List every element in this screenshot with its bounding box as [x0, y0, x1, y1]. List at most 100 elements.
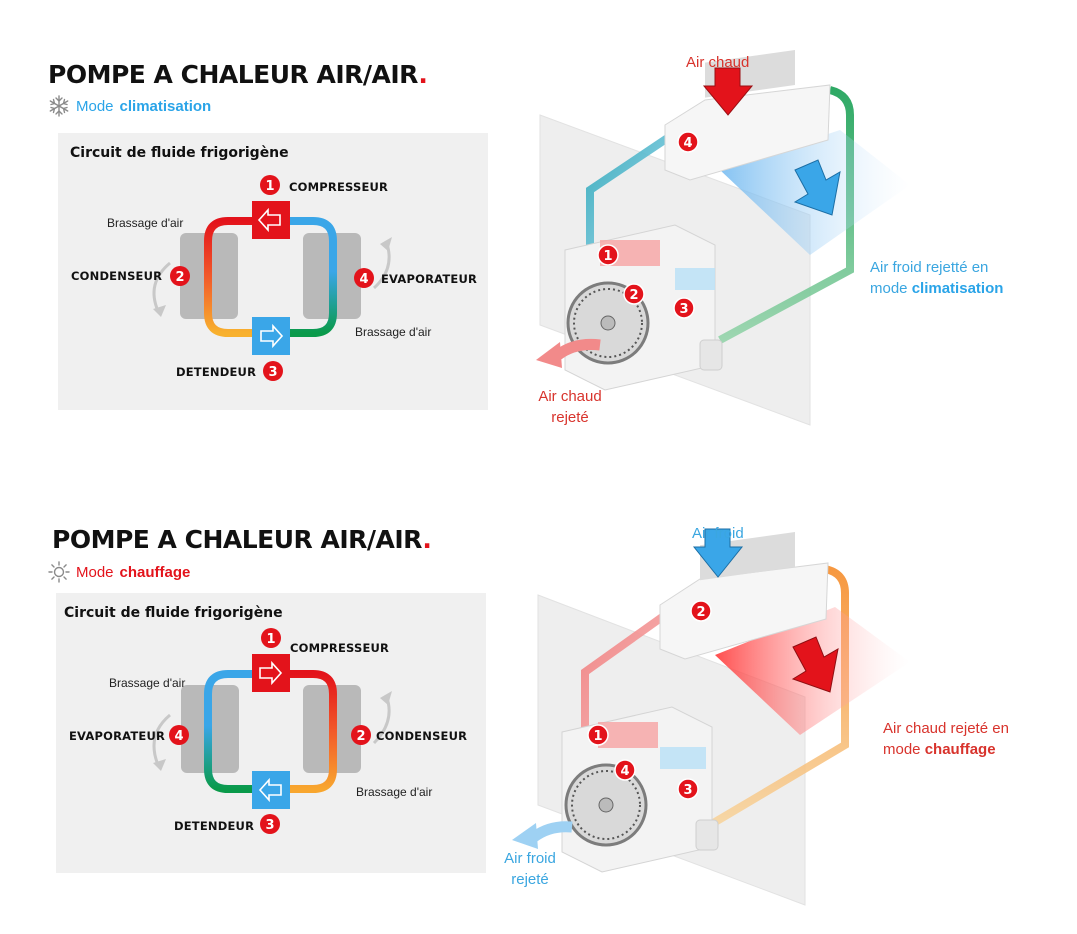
expansion-label: DETENDEUR	[176, 365, 257, 379]
compressor-block	[252, 201, 290, 239]
room-air-out-line1: Air froid rejetté en	[870, 259, 989, 276]
svg-text:3: 3	[268, 365, 277, 380]
brassage-right-label: Brassage d'air	[356, 785, 433, 799]
outdoor-badge-2: 4	[614, 759, 636, 781]
sun-icon	[48, 561, 70, 583]
expansion-label: DETENDEUR	[174, 819, 255, 833]
heating-circuit-diagram: 1 4 3 2	[152, 628, 392, 834]
air-flow-left-icon	[152, 713, 171, 766]
cooling-title-text: POMPE A CHALEUR AIR/AIR	[48, 60, 419, 89]
room-air-out-line1: Air chaud rejeté en	[883, 720, 1009, 737]
room-air-out-line2: mode chauffage	[883, 739, 1009, 760]
compressor-arrow-icon	[259, 660, 283, 686]
badge-expansion: 3	[263, 361, 283, 381]
cooling-circuit-diagram: 1 2 3 4	[152, 175, 392, 381]
svg-text:3: 3	[265, 818, 274, 833]
circuit-title: Circuit de fluide frigorigène	[64, 605, 283, 621]
svg-text:1: 1	[593, 729, 602, 744]
outdoor-air-out-line1: Air chaud	[538, 388, 602, 405]
indoor-air-in-arrow-icon	[692, 528, 744, 578]
svg-text:1: 1	[265, 179, 274, 194]
snowflake-icon	[49, 95, 69, 117]
brassage-right-label: Brassage d'air	[355, 325, 432, 339]
heating-title-text: POMPE A CHALEUR AIR/AIR	[52, 525, 423, 554]
svg-text:2: 2	[629, 288, 638, 303]
room-air-out-prefix: mode	[870, 280, 908, 297]
badge-right-exchanger: 2	[351, 725, 371, 745]
compressor-label: COMPRESSEUR	[289, 180, 389, 194]
svg-text:2: 2	[175, 270, 184, 285]
badge-left-exchanger: 4	[169, 725, 189, 745]
cooling-mode: Mode climatisation	[48, 95, 211, 117]
hot-air-out-arrow-icon	[791, 636, 839, 693]
heating-circuit-panel: Circuit de fluide frigorigène 1	[56, 593, 486, 873]
circuit-title: Circuit de fluide frigorigène	[70, 145, 289, 161]
room-air-out-prefix: mode	[883, 741, 921, 758]
left-circuit-pipe	[204, 670, 253, 793]
left-circuit-pipe	[204, 217, 253, 337]
right-exchanger-label: EVAPORATEUR	[381, 272, 478, 286]
outdoor-badge-3: 3	[673, 297, 695, 319]
room-air-out-line2: mode climatisation	[870, 278, 1003, 299]
right-circuit-pipe	[288, 217, 337, 337]
hot-air-out-arrow-icon	[554, 339, 601, 360]
compressor-block	[252, 654, 290, 692]
indoor-badge: 2	[690, 600, 712, 622]
left-exchanger-label: CONDENSEUR	[71, 269, 163, 283]
cold-air-out-arrow-icon	[793, 159, 841, 216]
cooling-circuit-panel: Circuit de fluide frigorigène	[58, 133, 488, 410]
svg-text:1: 1	[266, 632, 275, 647]
outdoor-badge-2: 2	[623, 283, 645, 305]
outdoor-badge-1: 1	[587, 724, 609, 746]
room-air-out-mode: climatisation	[911, 280, 1004, 297]
expansion-block	[252, 771, 290, 809]
svg-text:3: 3	[679, 302, 688, 317]
svg-text:4: 4	[620, 764, 629, 779]
heating-illustration: 2 1 4 3	[512, 528, 910, 906]
svg-text:2: 2	[356, 729, 365, 744]
svg-text:3: 3	[683, 783, 692, 798]
svg-text:1: 1	[603, 249, 612, 264]
room-air-out-label: Air chaud rejeté en mode chauffage	[883, 718, 1009, 760]
heating-mode: Mode chauffage	[48, 561, 190, 583]
outdoor-air-out-label: Air froid rejeté	[490, 848, 570, 890]
badge-right-exchanger: 4	[354, 268, 374, 288]
title-dot: .	[418, 60, 428, 89]
air-flow-left-icon	[152, 261, 171, 312]
outdoor-badge-3: 3	[677, 778, 699, 800]
expansion-block	[252, 317, 290, 355]
brassage-left-label: Brassage d'air	[109, 676, 186, 690]
right-exchanger-label: CONDENSEUR	[376, 729, 468, 743]
room-air-out-mode: chauffage	[924, 741, 996, 758]
svg-text:4: 4	[359, 272, 368, 287]
badge-expansion: 3	[260, 814, 280, 834]
cooling-title: POMPE A CHALEUR AIR/AIR.	[48, 60, 428, 89]
left-exchanger-label: EVAPORATEUR	[69, 729, 166, 743]
badge-compressor: 1	[260, 175, 280, 195]
outdoor-badge-1: 1	[597, 244, 619, 266]
indoor-air-in-arrow-icon	[702, 67, 754, 116]
compressor-arrow-icon	[257, 207, 281, 233]
expansion-arrow-icon	[260, 323, 284, 349]
expansion-arrow-icon	[258, 777, 282, 803]
outdoor-air-out-line2: rejeté	[511, 871, 549, 888]
svg-text:2: 2	[696, 605, 705, 620]
mode-prefix: Mode	[76, 563, 114, 581]
outdoor-air-out-line2: rejeté	[551, 409, 589, 426]
badge-compressor: 1	[261, 628, 281, 648]
cooling-section: POMPE A CHALEUR AIR/AIR. Mode climatisat…	[48, 49, 1003, 428]
indoor-air-in-label: Air chaud	[686, 54, 750, 71]
mode-name: climatisation	[119, 97, 212, 115]
compressor-label: COMPRESSEUR	[290, 641, 390, 655]
badge-left-exchanger: 2	[170, 266, 190, 286]
indoor-air-in-label: Air froid	[692, 525, 744, 542]
cooling-illustration: 4 1 2 3	[536, 49, 910, 426]
heating-title: POMPE A CHALEUR AIR/AIR.	[52, 525, 432, 554]
svg-text:4: 4	[174, 729, 183, 744]
heating-section: POMPE A CHALEUR AIR/AIR. Mode chauffage …	[0, 467, 1077, 934]
outdoor-air-out-label: Air chaud rejeté	[530, 386, 610, 428]
title-dot: .	[422, 525, 432, 554]
mode-prefix: Mode	[76, 97, 114, 115]
indoor-badge: 4	[677, 131, 699, 153]
room-air-out-label: Air froid rejetté en mode climatisation	[870, 257, 1003, 299]
